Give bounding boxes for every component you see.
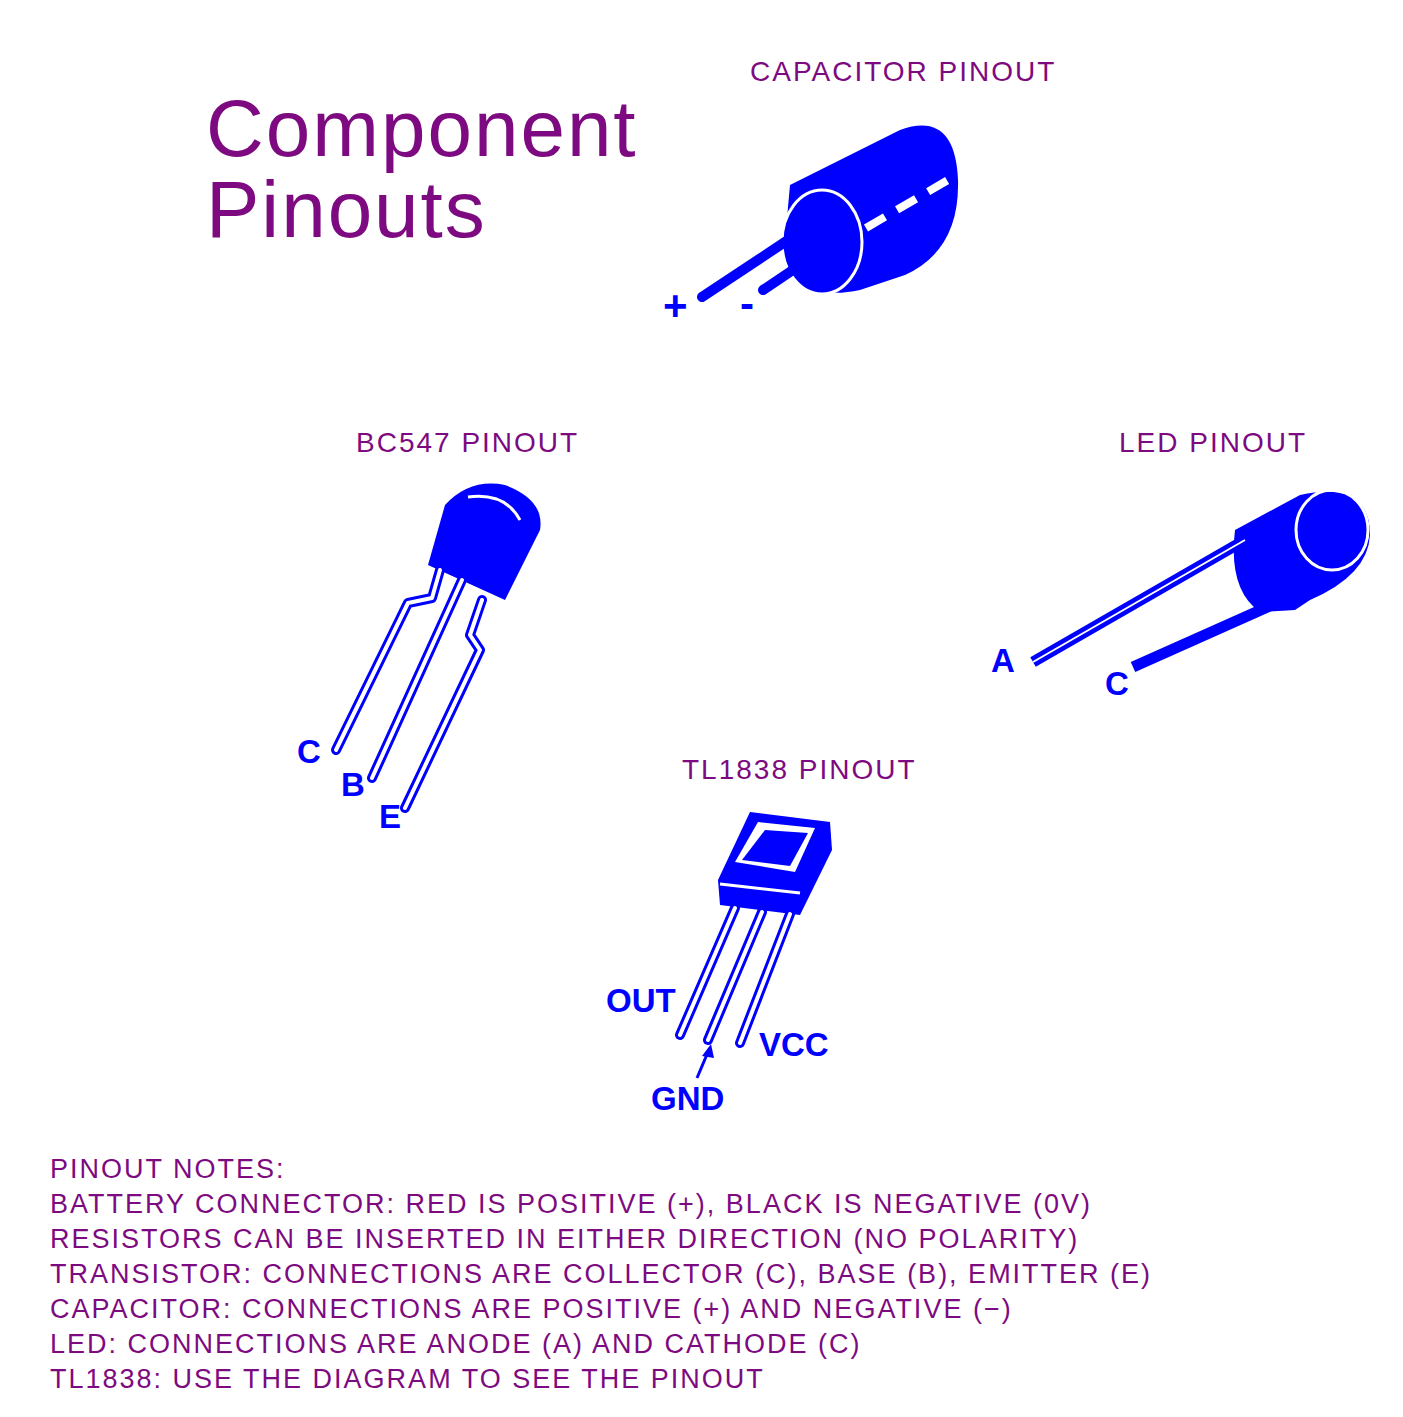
ir-receiver-drawing	[680, 812, 832, 1078]
pinout-note: CAPACITOR: CONNECTIONS ARE POSITIVE (+) …	[50, 1294, 1013, 1325]
led-drawing	[1033, 490, 1370, 667]
section-heading: CAPACITOR PINOUT	[750, 56, 1056, 88]
pin-label: OUT	[606, 982, 676, 1020]
pin-label: GND	[651, 1080, 724, 1118]
pinout-note: PINOUT NOTES:	[50, 1154, 286, 1185]
pinout-note: BATTERY CONNECTOR: RED IS POSITIVE (+), …	[50, 1189, 1092, 1220]
pinout-note: RESISTORS CAN BE INSERTED IN EITHER DIRE…	[50, 1224, 1079, 1255]
pin-label: A	[991, 642, 1015, 680]
diagram-title: Component Pinouts	[206, 88, 676, 250]
pinout-note: TRANSISTOR: CONNECTIONS ARE COLLECTOR (C…	[50, 1259, 1152, 1290]
section-heading: LED PINOUT	[1119, 427, 1307, 459]
pin-label: C	[297, 733, 321, 771]
section-heading: BC547 PINOUT	[356, 427, 579, 459]
pin-label: E	[379, 798, 401, 836]
pin-label: +	[663, 282, 688, 330]
pin-label: B	[341, 766, 365, 804]
pinout-note: LED: CONNECTIONS ARE ANODE (A) AND CATHO…	[50, 1329, 862, 1360]
capacitor-drawing	[702, 126, 958, 297]
pin-label: VCC	[759, 1026, 829, 1064]
transistor-drawing	[336, 484, 541, 808]
pin-label: -	[740, 280, 754, 328]
pinout-note: TL1838: USE THE DIAGRAM TO SEE THE PINOU…	[50, 1364, 765, 1395]
section-heading: TL1838 PINOUT	[682, 754, 917, 786]
pin-label: C	[1105, 665, 1129, 703]
